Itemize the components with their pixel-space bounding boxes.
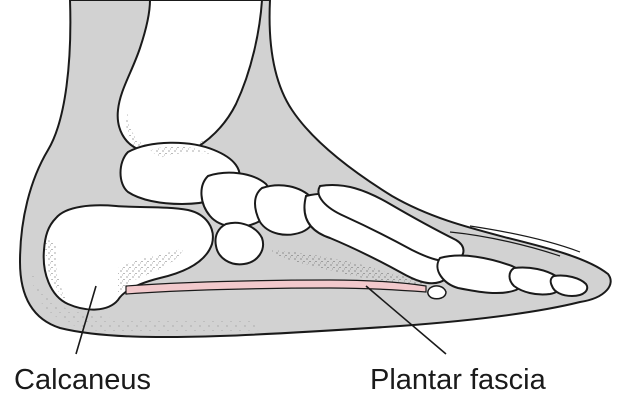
navicular-bone xyxy=(200,171,273,228)
plantar-fascia-label: Plantar fascia xyxy=(370,364,546,396)
calcaneus-label: Calcaneus xyxy=(14,364,152,396)
phalanx-proximal xyxy=(436,254,525,295)
cuneiform-bone-1 xyxy=(254,184,318,236)
talus-stipple xyxy=(150,146,212,158)
cuneiform-bone-2 xyxy=(214,221,264,266)
phalanx-middle xyxy=(508,266,562,296)
phalanx-distal xyxy=(549,274,589,298)
toe-outline-lines xyxy=(449,225,581,257)
calcaneus-stipple xyxy=(118,248,184,296)
plantar-fascia-leader-line xyxy=(365,285,447,355)
calcaneus-heel-stipple xyxy=(45,240,66,300)
metatarsal-stipple xyxy=(270,250,430,285)
sesamoid-bone xyxy=(427,285,447,300)
calcaneus-leader-line xyxy=(75,285,97,355)
plantar-fascia-band xyxy=(125,279,427,295)
calcaneus-bone xyxy=(42,204,214,311)
